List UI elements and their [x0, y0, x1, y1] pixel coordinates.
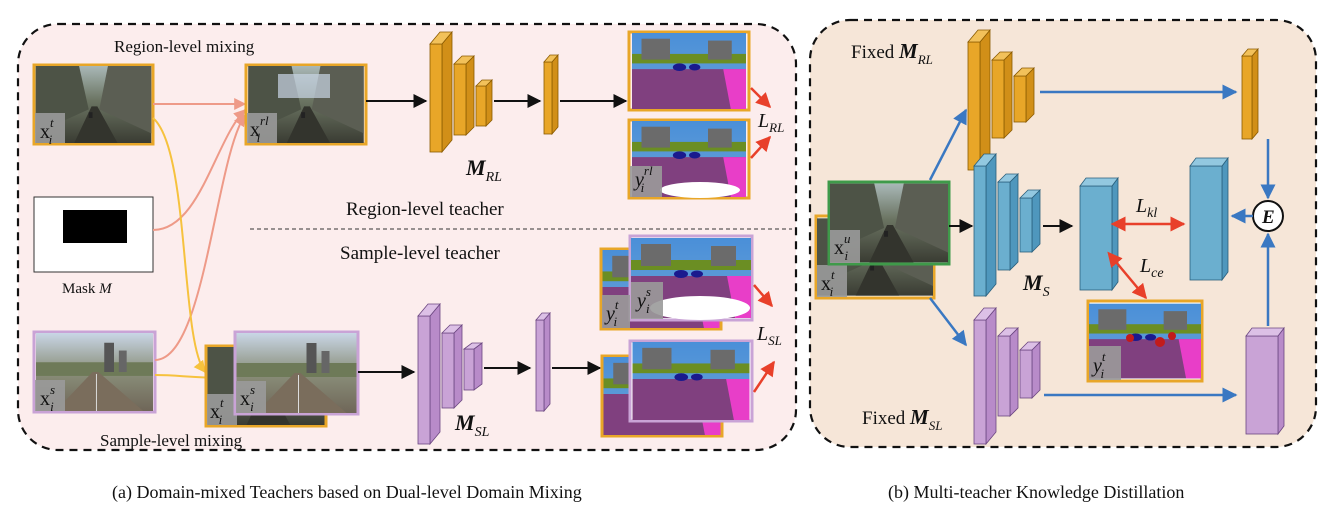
mask-region — [63, 210, 127, 243]
model-sl-head — [535, 311, 551, 413]
label-yt-badge — [602, 295, 630, 328]
arrow-label-to-loss-sl — [753, 284, 773, 308]
student-label: MS — [1022, 270, 1050, 300]
sample-teacher-label: Sample-level teacher — [340, 243, 501, 264]
arrow-xs-to-xrl — [154, 114, 246, 361]
kl-loss-label: Lkl — [1135, 195, 1157, 221]
model-sl-label: MSL — [454, 410, 490, 440]
image-xs-source — [32, 330, 157, 414]
loss-sl-label: LSL — [756, 323, 782, 348]
caption-a: (a) Domain-mixed Teachers based on Dual-… — [112, 482, 582, 503]
label-yrl-image — [627, 118, 751, 200]
model-rl-label: MRL — [465, 155, 502, 185]
sample-mixing-label: Sample-level mixing — [100, 431, 243, 450]
region-teacher-label: Region-level teacher — [346, 199, 504, 220]
label-yt-image-b — [1086, 299, 1204, 383]
ensemble-target — [1189, 156, 1229, 282]
fixed-sl-label: Fixed MSL — [862, 405, 942, 433]
mask-label: Mask M — [62, 281, 113, 297]
student-head — [1079, 176, 1119, 292]
pred-rl-image — [627, 30, 751, 112]
model-rl-encoder — [429, 30, 493, 154]
fixed-sl-head — [1245, 326, 1285, 436]
arrow-label-to-loss-rl — [750, 135, 772, 159]
fixed-rl-label: Fixed MRL — [851, 39, 933, 67]
input-xu-front — [827, 180, 951, 266]
caption-b: (b) Multi-teacher Knowledge Distillation — [888, 482, 1184, 503]
loss-rl-label: LRL — [757, 110, 784, 135]
image-xrl-mixed — [244, 63, 368, 146]
panel-a-background — [16, 22, 798, 452]
arrow-pred-to-loss-sl — [752, 360, 776, 393]
model-sl-encoder — [417, 302, 484, 446]
student-model — [973, 152, 1041, 298]
region-mixing-label: Region-level mixing — [114, 37, 255, 56]
arrow-pred-to-loss-rl — [750, 87, 772, 109]
ce-loss-label: Lce — [1139, 255, 1164, 281]
arrow-input-to-fixed-rl — [928, 108, 968, 181]
label-ys-sample-front — [628, 234, 754, 322]
fixed-model-sl — [973, 306, 1041, 446]
fixed-model-rl — [967, 28, 1035, 172]
fixed-rl-head — [1241, 47, 1259, 141]
image-xs-sample-front — [233, 330, 360, 416]
arrow-input-to-fixed-sl — [929, 297, 967, 347]
pred-sl-image-front — [628, 339, 754, 423]
model-rl-head — [543, 53, 559, 136]
arrow-xt-to-sample-mix — [152, 117, 206, 373]
ce-loss-arrow — [1107, 251, 1147, 300]
ensemble-label: E — [1261, 207, 1275, 228]
